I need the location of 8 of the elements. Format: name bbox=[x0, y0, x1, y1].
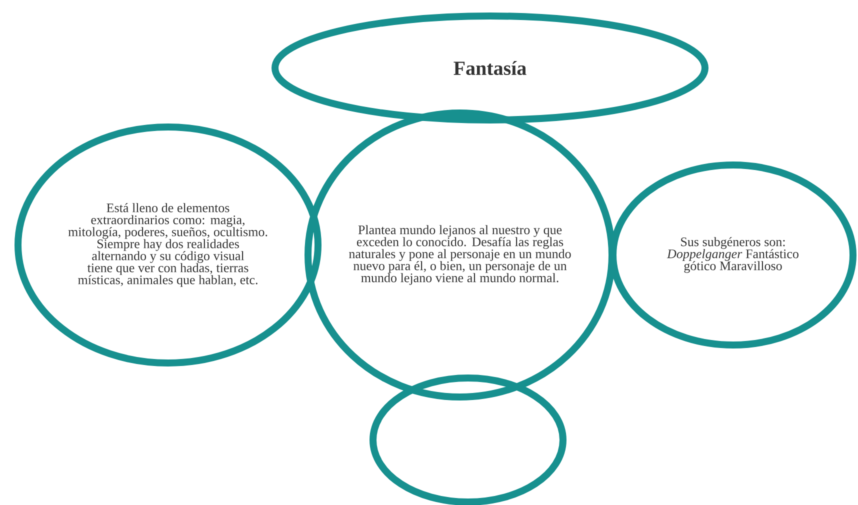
title-text: Fantasía bbox=[454, 60, 526, 76]
ellipse-outline bbox=[304, 110, 616, 400]
ellipse-outline bbox=[14, 124, 322, 366]
description-text: Está lleno de elementos extraordinarios como: magia, mitología, poderes, sueños, ocultismo. Siempre hay dos realidades alternando y su código visual tiene que ver con hadas, tierras místicas, animales que hablan, etc. bbox=[68, 203, 268, 287]
description-text: Plantea mundo lejanos al nuestro y que exceden lo conocido. Desafía las reglas naturales y pone al personaje en un mundo nuevo para él, o bien, un personaje de un mundo lejano viene al mundo normal. bbox=[349, 225, 571, 285]
ellipse-outline bbox=[370, 374, 566, 505]
description-text: Sus subgéneros son: Doppelganger Fantástico gótico Maravilloso bbox=[666, 237, 798, 273]
ellipse-outline bbox=[272, 12, 708, 124]
